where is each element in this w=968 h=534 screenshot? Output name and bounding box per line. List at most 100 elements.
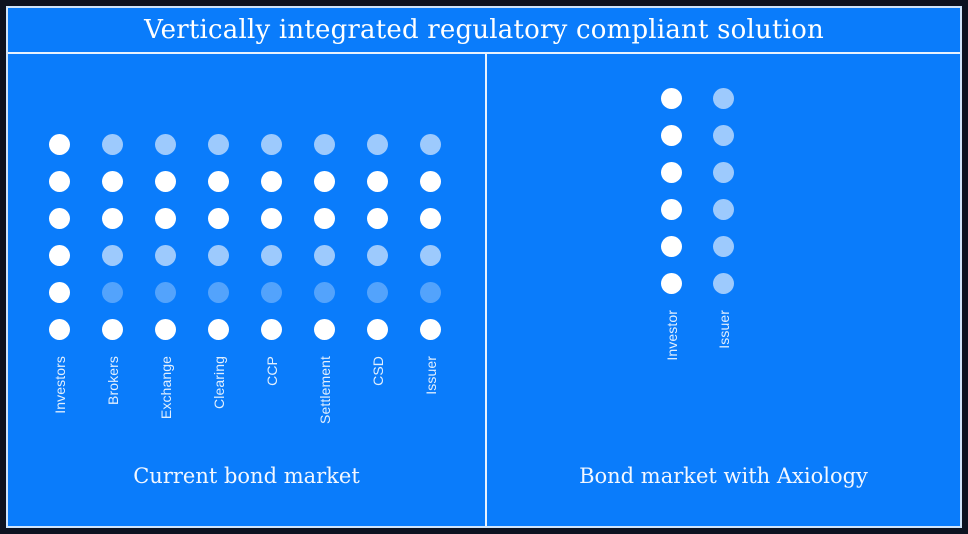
node-dot xyxy=(661,125,682,146)
node-dot xyxy=(314,134,335,155)
column-label-ccp: CCP xyxy=(264,356,280,386)
node-dot xyxy=(208,134,229,155)
dot-cell xyxy=(155,207,208,244)
dot-cell xyxy=(102,170,155,207)
dot-cell xyxy=(713,161,765,198)
dot-cell xyxy=(420,318,473,355)
node-dot xyxy=(49,319,70,340)
column-label-slot: CCP xyxy=(261,356,314,452)
column-label-slot: Settlement xyxy=(314,356,367,452)
panel-axiology-bond-market: Bond market with Axiology xyxy=(485,54,960,526)
column-label-slot: Issuer xyxy=(713,310,765,406)
dot-cell xyxy=(102,244,155,281)
caption-right: Bond market with Axiology xyxy=(579,464,868,488)
dot-cell xyxy=(261,170,314,207)
node-dot xyxy=(661,88,682,109)
dot-cell xyxy=(314,133,367,170)
column-label-slot: Investors xyxy=(49,356,102,452)
dot-matrix-left xyxy=(49,133,473,355)
dot-matrix-right xyxy=(661,87,765,309)
dot-cell xyxy=(314,318,367,355)
node-dot xyxy=(367,319,388,340)
node-dot xyxy=(208,171,229,192)
node-dot xyxy=(661,273,682,294)
dot-cell xyxy=(420,207,473,244)
column-label-settlement: Settlement xyxy=(317,356,333,424)
dot-cell xyxy=(155,318,208,355)
dot-cell xyxy=(713,198,765,235)
node-dot xyxy=(102,319,123,340)
dot-cell xyxy=(49,170,102,207)
node-dot xyxy=(155,171,176,192)
dot-cell xyxy=(661,124,713,161)
dot-cell xyxy=(261,244,314,281)
slide-frame: Vertically integrated regulatory complia… xyxy=(6,6,962,528)
node-dot xyxy=(102,134,123,155)
column-label-issuer: Issuer xyxy=(716,310,732,349)
node-dot xyxy=(261,208,282,229)
dot-cell xyxy=(155,170,208,207)
dot-cell xyxy=(420,170,473,207)
column-label-investor: Investor xyxy=(664,310,680,361)
dot-cell xyxy=(661,198,713,235)
dot-cell xyxy=(661,272,713,309)
dot-cell xyxy=(713,124,765,161)
node-dot xyxy=(713,125,734,146)
node-dot xyxy=(367,282,388,303)
node-dot xyxy=(420,134,441,155)
node-dot xyxy=(102,171,123,192)
node-dot xyxy=(314,208,335,229)
dot-cell xyxy=(713,87,765,124)
node-dot xyxy=(261,171,282,192)
dot-cell xyxy=(261,281,314,318)
dot-cell xyxy=(208,170,261,207)
header-bar: Vertically integrated regulatory complia… xyxy=(8,8,960,54)
column-label-slot: CSD xyxy=(367,356,420,452)
node-dot xyxy=(102,208,123,229)
node-dot xyxy=(314,171,335,192)
page-title: Vertically integrated regulatory complia… xyxy=(144,15,824,45)
node-dot xyxy=(208,282,229,303)
node-dot xyxy=(102,282,123,303)
column-label-slot: Exchange xyxy=(155,356,208,452)
node-dot xyxy=(155,282,176,303)
node-dot xyxy=(155,245,176,266)
node-dot xyxy=(155,208,176,229)
dot-cell xyxy=(367,207,420,244)
dot-cell xyxy=(314,170,367,207)
dot-cell xyxy=(261,207,314,244)
column-label-slot: Clearing xyxy=(208,356,261,452)
dot-cell xyxy=(314,244,367,281)
dot-cell xyxy=(208,281,261,318)
dot-cell xyxy=(155,281,208,318)
dot-cell xyxy=(420,244,473,281)
column-label-brokers: Brokers xyxy=(105,356,121,405)
dot-cell xyxy=(367,318,420,355)
node-dot xyxy=(661,162,682,183)
dot-cell xyxy=(661,235,713,272)
node-dot xyxy=(420,282,441,303)
column-label-slot: Issuer xyxy=(420,356,473,452)
node-dot xyxy=(420,171,441,192)
dot-cell xyxy=(155,133,208,170)
dot-cell xyxy=(713,272,765,309)
caption-left: Current bond market xyxy=(133,464,360,488)
node-dot xyxy=(713,88,734,109)
dot-cell xyxy=(314,207,367,244)
dot-cell xyxy=(420,133,473,170)
dot-cell xyxy=(49,281,102,318)
column-label-slot: Investor xyxy=(661,310,713,406)
dot-cell xyxy=(155,244,208,281)
node-dot xyxy=(314,245,335,266)
node-dot xyxy=(155,134,176,155)
column-label-slot: Brokers xyxy=(102,356,155,452)
node-dot xyxy=(208,319,229,340)
dot-cell xyxy=(208,244,261,281)
node-dot xyxy=(49,245,70,266)
column-label-clearing: Clearing xyxy=(211,356,227,409)
node-dot xyxy=(367,208,388,229)
dot-cell xyxy=(661,87,713,124)
node-dot xyxy=(314,319,335,340)
